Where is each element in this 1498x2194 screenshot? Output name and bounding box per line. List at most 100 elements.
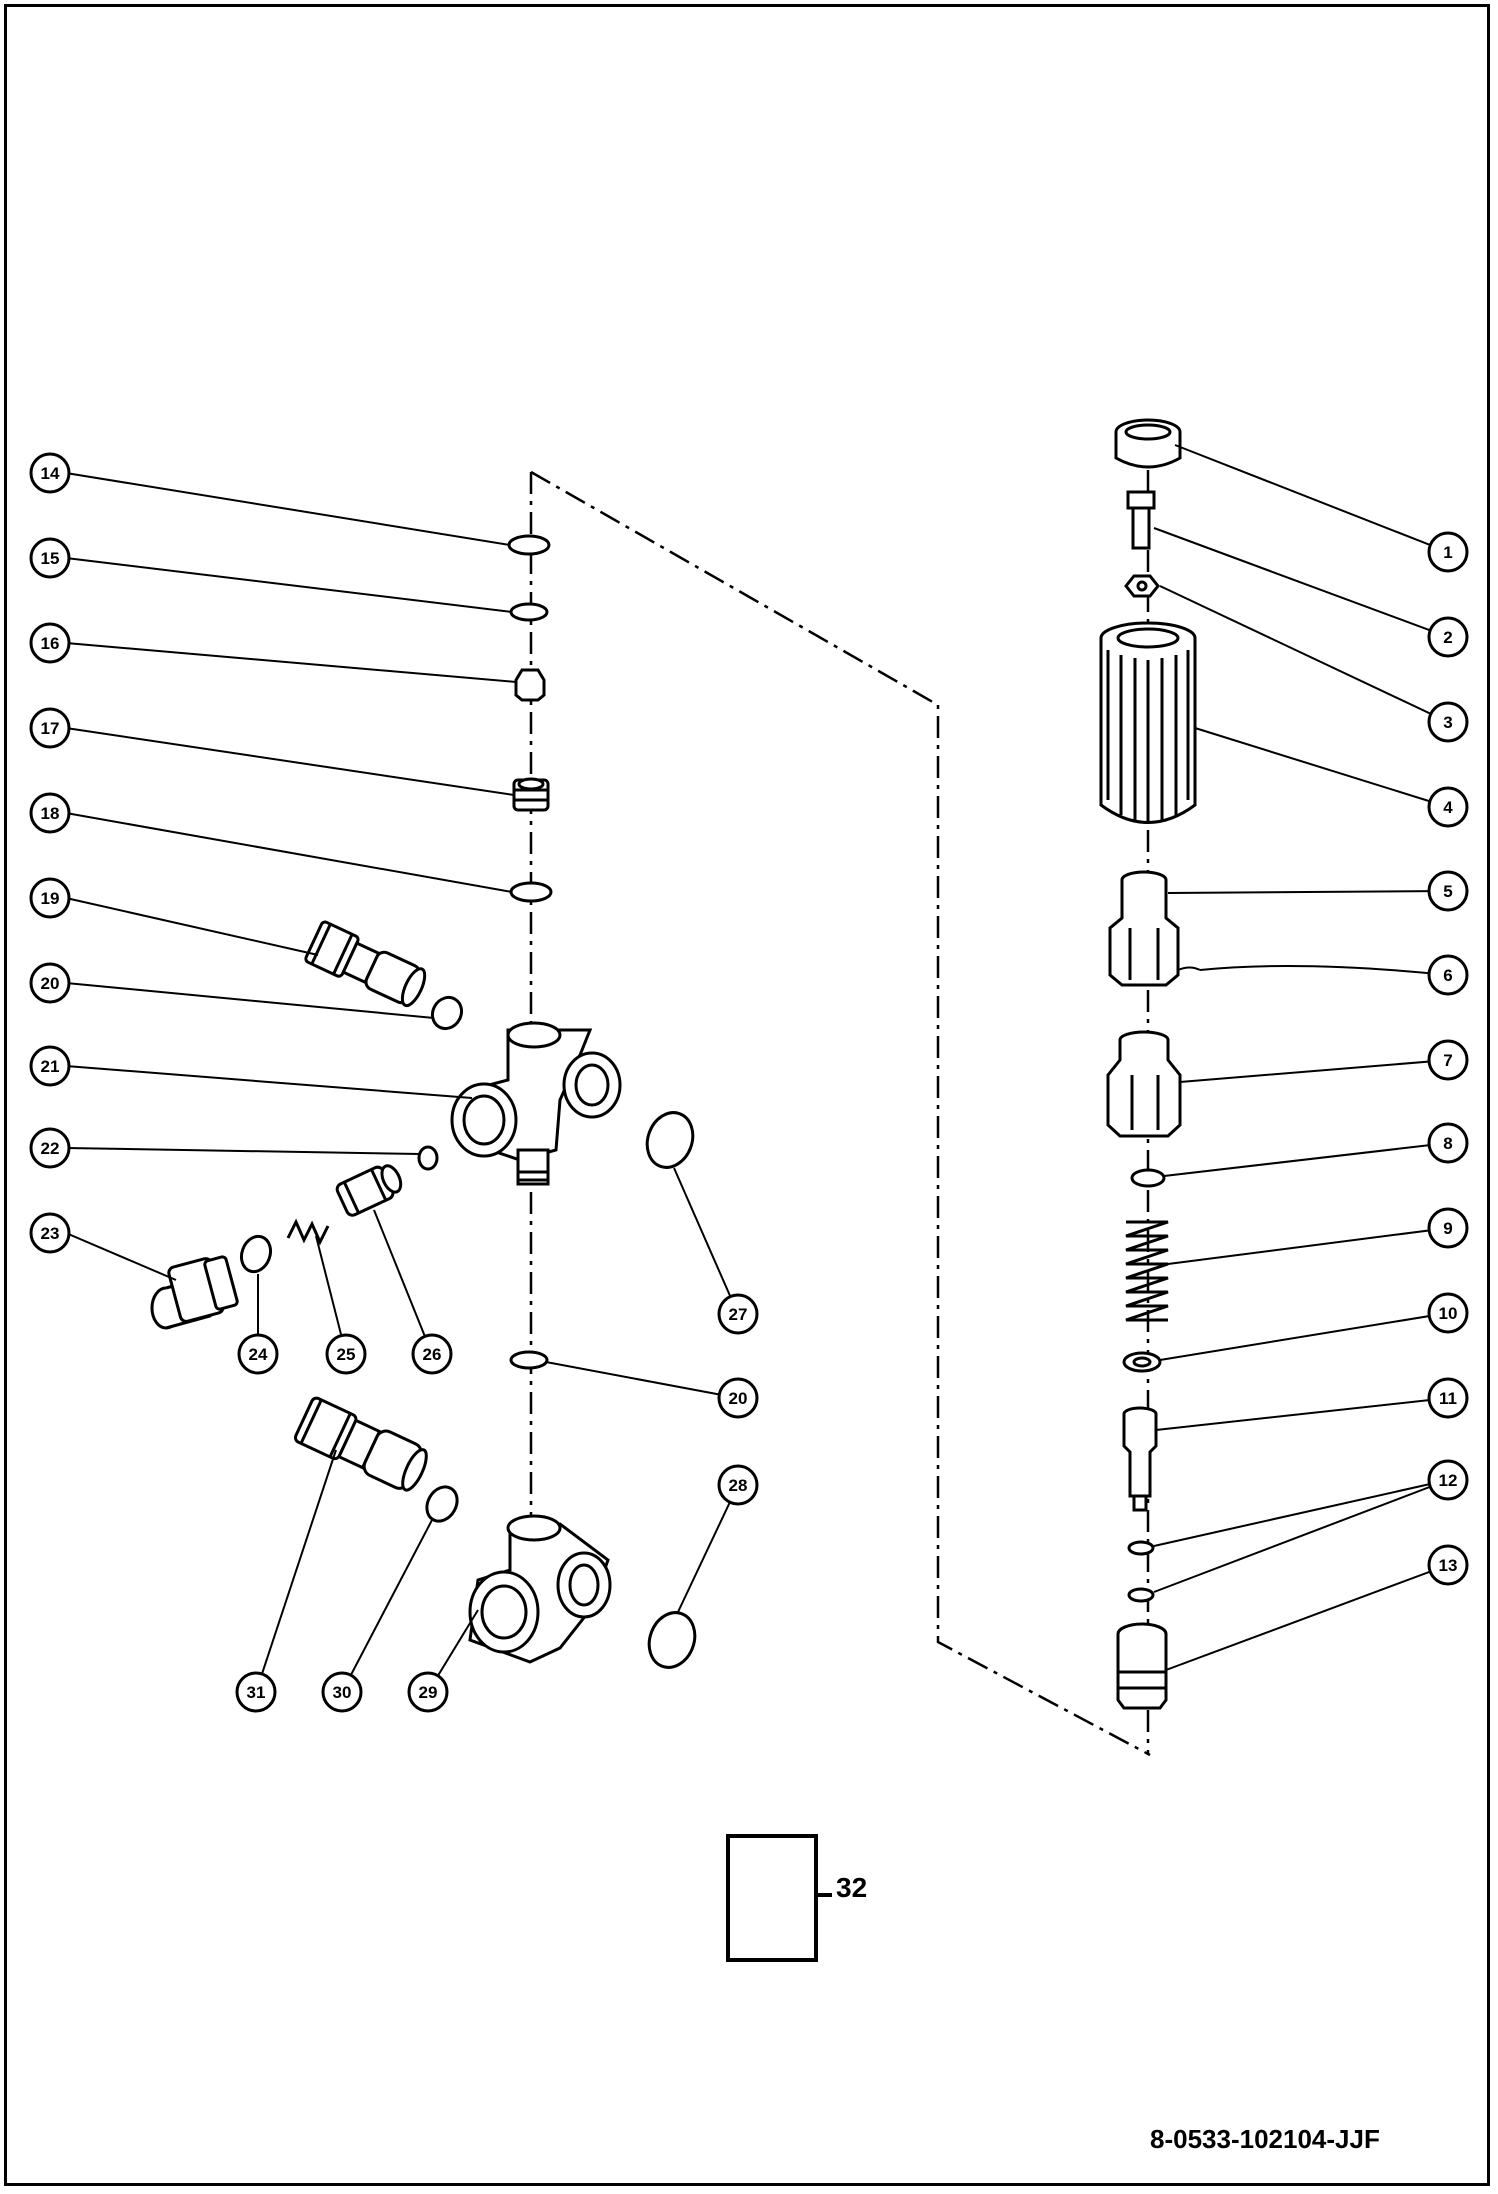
o-ring-part xyxy=(430,995,464,1031)
callout-number: 17 xyxy=(41,719,60,738)
callout-number: 3 xyxy=(1443,713,1452,732)
callout-c20b: 20 xyxy=(717,1377,759,1419)
callout-circle xyxy=(717,1377,759,1419)
callout-circle xyxy=(235,1671,277,1713)
small-spring-part xyxy=(286,1218,330,1246)
callout-circle xyxy=(29,537,71,579)
callout-c20a: 20 xyxy=(29,962,71,1004)
callout-circle xyxy=(1427,786,1469,828)
callout-number: 7 xyxy=(1443,1051,1452,1070)
washer-part xyxy=(1130,1168,1166,1188)
retainer-part xyxy=(1122,1351,1162,1373)
callout-number: 18 xyxy=(41,804,60,823)
callout-c7: 7 xyxy=(1427,1039,1469,1081)
fitting-part xyxy=(304,920,427,1008)
callout-c12: 12 xyxy=(1427,1459,1469,1501)
callout-number: 14 xyxy=(41,464,60,483)
callout-c16: 16 xyxy=(29,622,71,664)
callout-number: 6 xyxy=(1443,966,1452,985)
callout-number: 8 xyxy=(1443,1134,1452,1153)
callout-number: 9 xyxy=(1443,1219,1452,1238)
stem-part xyxy=(1108,870,1201,987)
callout-circle xyxy=(29,707,71,749)
callout-number: 5 xyxy=(1443,882,1452,901)
leader-lines xyxy=(65,444,1449,1693)
callout-circle xyxy=(29,1127,71,1169)
o-ring-part xyxy=(645,1111,695,1169)
callout-circle xyxy=(1427,701,1469,743)
callout-number: 28 xyxy=(729,1476,748,1495)
callout-circle xyxy=(325,1333,367,1375)
callout-c1: 1 xyxy=(1427,531,1469,573)
callout-c9: 9 xyxy=(1427,1207,1469,1249)
callout-c8: 8 xyxy=(1427,1122,1469,1164)
callout-circle xyxy=(1427,954,1469,996)
callout-number: 31 xyxy=(247,1683,266,1702)
lower-fitting-part xyxy=(293,1396,428,1492)
spring-part xyxy=(1125,1220,1169,1322)
callout-circle xyxy=(29,1045,71,1087)
assembly-axes xyxy=(529,430,1151,1757)
callout-number: 16 xyxy=(41,634,60,653)
o-ring-part xyxy=(417,1145,439,1171)
callout-number: 20 xyxy=(41,974,60,993)
lower-body-part xyxy=(468,1514,612,1664)
callout-c26: 26 xyxy=(411,1333,453,1375)
callout-circle xyxy=(1427,1292,1469,1334)
callout-circle xyxy=(1427,1039,1469,1081)
callout-c30: 30 xyxy=(321,1671,363,1713)
callout-c25: 25 xyxy=(325,1333,367,1375)
callout-c11: 11 xyxy=(1427,1377,1469,1419)
callout-number: 25 xyxy=(337,1345,356,1364)
callout-number: 23 xyxy=(41,1224,60,1243)
callout-c13: 13 xyxy=(1427,1544,1469,1586)
regulator-body-part xyxy=(1106,1030,1182,1138)
o-ring-part xyxy=(1127,1540,1155,1556)
drawing-number: 8-0533-102104-JJF xyxy=(1150,2124,1380,2154)
callout-circle xyxy=(1427,1207,1469,1249)
o-ring-part xyxy=(1127,1587,1155,1603)
callout-circle xyxy=(29,792,71,834)
callout-circle xyxy=(1427,1122,1469,1164)
callout-number: 10 xyxy=(1439,1304,1458,1323)
valve-seat-part xyxy=(512,777,550,812)
callout-circle xyxy=(29,962,71,1004)
callout-circle xyxy=(237,1333,279,1375)
callout-c18: 18 xyxy=(29,792,71,834)
kit-reference-leader xyxy=(818,1893,832,1897)
screw-part xyxy=(1126,490,1156,550)
callout-number: 4 xyxy=(1443,798,1453,817)
callout-circle xyxy=(29,622,71,664)
callout-circle xyxy=(1427,531,1469,573)
o-ring-part xyxy=(509,1350,549,1370)
callout-c29: 29 xyxy=(407,1671,449,1713)
callout-c22: 22 xyxy=(29,1127,71,1169)
callout-circle xyxy=(717,1293,759,1335)
callout-number: 20 xyxy=(729,1389,748,1408)
callout-number: 24 xyxy=(249,1345,268,1364)
small-nut-part xyxy=(514,668,546,702)
callout-circle xyxy=(1427,1544,1469,1586)
o-ring-part xyxy=(509,602,549,622)
nut-part xyxy=(1124,574,1160,598)
callout-number: 26 xyxy=(423,1345,442,1364)
callout-c24: 24 xyxy=(237,1333,279,1375)
callout-number: 29 xyxy=(419,1683,438,1702)
left-assembly-parts xyxy=(150,534,697,1669)
callout-circle xyxy=(29,877,71,919)
callout-circle xyxy=(29,1212,71,1254)
seat-part xyxy=(1116,1622,1168,1710)
o-ring-part xyxy=(509,881,553,903)
outlet-fitting-part xyxy=(150,1255,239,1330)
callout-circle xyxy=(1427,616,1469,658)
callout-circle xyxy=(1427,1459,1469,1501)
piston-part xyxy=(1122,1406,1158,1512)
callout-number: 22 xyxy=(41,1139,60,1158)
callout-circle xyxy=(717,1464,759,1506)
callout-circle xyxy=(29,452,71,494)
kit-reference-box xyxy=(726,1834,818,1962)
unloader-body-part xyxy=(450,1021,622,1186)
callout-c10: 10 xyxy=(1427,1292,1469,1334)
